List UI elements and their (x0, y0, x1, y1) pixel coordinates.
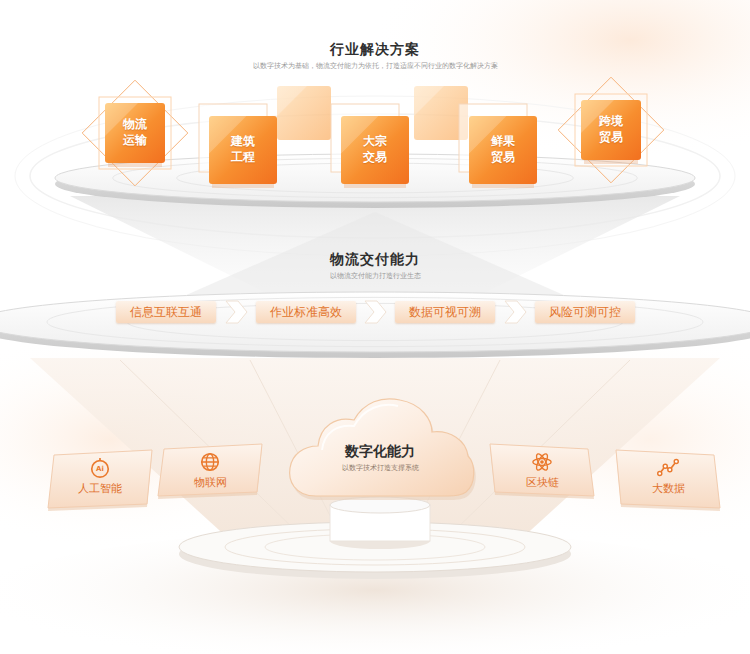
solution-name: 大宗交易 (362, 134, 387, 165)
solution-box: 物流运输 (105, 103, 165, 163)
tech-icon (531, 451, 553, 473)
tech-card: 人工智能 (48, 450, 152, 508)
tier-header: 物流交付能力以物流交付能力打造行业生态 (0, 250, 750, 281)
tech-name: 大数据 (652, 482, 685, 496)
cone-lines (120, 360, 630, 535)
capability-name: 信息互联互通 (130, 301, 202, 323)
tier-heading: 行业解决方案 (330, 40, 420, 58)
solution-name: 跨境贸易 (598, 114, 623, 145)
cloud-heading: 数字化能力 (345, 442, 415, 460)
capability-pill: 风险可测可控 (535, 301, 635, 323)
capability-pill: 作业标准高效 (256, 301, 356, 323)
tech-card: 区块链 (490, 444, 594, 496)
tier-heading: 物流交付能力 (330, 250, 420, 268)
tech-icon (657, 457, 679, 479)
capability-name: 风险可测可控 (549, 301, 621, 323)
warm-glow (0, 0, 750, 550)
solution-box: 大宗交易 (341, 116, 409, 184)
capability-pill: 信息互联互通 (116, 301, 216, 323)
tech-icon (199, 451, 221, 473)
floor-glow (0, 530, 750, 654)
up-chevron (175, 212, 575, 300)
solution-box: 建筑工程 (209, 116, 277, 184)
tech-card: 大数据 (616, 450, 720, 508)
cone-shade (30, 358, 720, 540)
solution-box: 鲜果贸易 (469, 116, 537, 184)
capability-name: 作业标准高效 (270, 301, 342, 323)
cloud-shape: 数字化能力以数字技术打造支撑系统 (282, 392, 478, 504)
capability-pill: 数据可视可溯 (395, 301, 495, 323)
cloud-subtitle: 以数字技术打造支撑系统 (342, 464, 419, 473)
solution-box: 跨境贸易 (581, 100, 641, 160)
solution-name: 鲜果贸易 (490, 134, 515, 165)
tier-band: 行业解决方案以数字技术为基础，物流交付能力为依托，打造适应不同行业的数字化解决方… (30, 34, 720, 206)
tech-name: 区块链 (526, 476, 559, 490)
solution-name: 建筑工程 (230, 134, 255, 165)
tier-header: 行业解决方案以数字技术为基础，物流交付能力为依托，打造适应不同行业的数字化解决方… (30, 40, 720, 71)
tier-band: 物流交付能力以物流交付能力打造行业生态信息互联互通 作业标准高效 数据可视可溯 风险可… (0, 244, 750, 356)
card-outline (616, 450, 720, 508)
funnel-shade (70, 196, 680, 300)
cloud-pedestal (330, 497, 430, 549)
tech-icon (89, 457, 111, 479)
tech-card: 物联网 (158, 444, 262, 496)
capability-name: 数据可视可溯 (409, 301, 481, 323)
tech-name: 物联网 (194, 476, 227, 490)
tier-subtitle: 以物流交付能力打造行业生态 (330, 272, 421, 281)
tier-subtitle: 以数字技术为基础，物流交付能力为依托，打造适应不同行业的数字化解决方案 (253, 62, 498, 71)
tech-name: 人工智能 (78, 482, 122, 496)
solution-name: 物流运输 (122, 117, 147, 148)
